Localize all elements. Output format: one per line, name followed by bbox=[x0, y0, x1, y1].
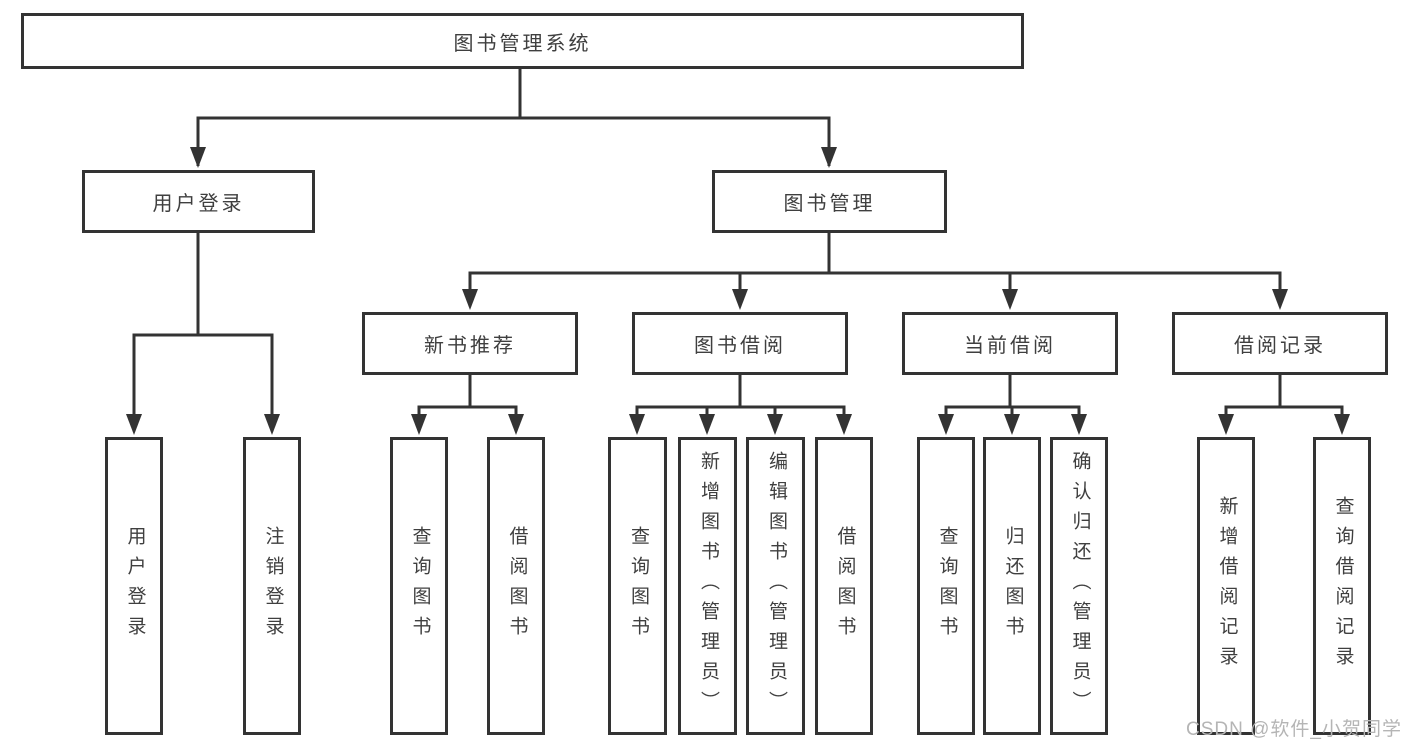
leaf-return-book-label: 归还图书 bbox=[1002, 526, 1024, 646]
node-new-book-recommend: 新书推荐 bbox=[362, 312, 578, 375]
leaf-borrow-books: 借阅图书 bbox=[815, 437, 873, 735]
leaf-borrow-books-recommend-label: 借阅图书 bbox=[506, 526, 528, 646]
watermark: CSDN @软件_小贺同学 bbox=[1186, 719, 1402, 740]
leaf-user-login-label: 用户登录 bbox=[124, 526, 146, 646]
node-borrow-records-label: 借阅记录 bbox=[1234, 335, 1326, 357]
leaf-edit-book-admin-label: 编辑图书（管理员） bbox=[765, 451, 787, 721]
node-current-borrow-label: 当前借阅 bbox=[964, 335, 1056, 357]
leaf-query-books-borrow: 查询图书 bbox=[608, 437, 667, 735]
node-user-login: 用户登录 bbox=[82, 170, 315, 233]
leaf-add-book-admin: 新增图书（管理员） bbox=[678, 437, 737, 735]
node-book-borrow-label: 图书借阅 bbox=[694, 335, 786, 357]
leaf-query-books-recommend: 查询图书 bbox=[390, 437, 448, 735]
leaf-query-books-current-label: 查询图书 bbox=[936, 526, 958, 646]
node-book-management: 图书管理 bbox=[712, 170, 947, 233]
leaf-return-book: 归还图书 bbox=[983, 437, 1041, 735]
leaf-add-borrow-record-label: 新增借阅记录 bbox=[1216, 496, 1238, 676]
leaf-edit-book-admin: 编辑图书（管理员） bbox=[746, 437, 805, 735]
leaf-add-borrow-record: 新增借阅记录 bbox=[1197, 437, 1255, 735]
node-book-borrow: 图书借阅 bbox=[632, 312, 848, 375]
node-current-borrow: 当前借阅 bbox=[902, 312, 1118, 375]
leaf-borrow-books-label: 借阅图书 bbox=[834, 526, 856, 646]
leaf-user-login: 用户登录 bbox=[105, 437, 163, 735]
leaf-query-books-current: 查询图书 bbox=[917, 437, 975, 735]
leaf-logout-label: 注销登录 bbox=[262, 526, 284, 646]
node-root: 图书管理系统 bbox=[21, 13, 1024, 69]
leaf-add-book-admin-label: 新增图书（管理员） bbox=[697, 451, 719, 721]
node-user-login-label: 用户登录 bbox=[152, 193, 245, 215]
leaf-query-books-borrow-label: 查询图书 bbox=[627, 526, 649, 646]
node-new-book-recommend-label: 新书推荐 bbox=[424, 335, 516, 357]
leaf-query-borrow-record-label: 查询借阅记录 bbox=[1332, 496, 1354, 676]
node-root-label: 图书管理系统 bbox=[453, 32, 592, 55]
leaf-query-borrow-record: 查询借阅记录 bbox=[1313, 437, 1371, 735]
leaf-confirm-return-admin: 确认归还（管理员） bbox=[1050, 437, 1108, 735]
leaf-logout: 注销登录 bbox=[243, 437, 301, 735]
leaf-confirm-return-admin-label: 确认归还（管理员） bbox=[1069, 451, 1091, 721]
arrowhead-icons bbox=[126, 147, 1350, 435]
node-book-management-label: 图书管理 bbox=[783, 193, 876, 215]
leaf-query-books-recommend-label: 查询图书 bbox=[409, 526, 431, 646]
leaf-borrow-books-recommend: 借阅图书 bbox=[487, 437, 545, 735]
node-borrow-records: 借阅记录 bbox=[1172, 312, 1388, 375]
